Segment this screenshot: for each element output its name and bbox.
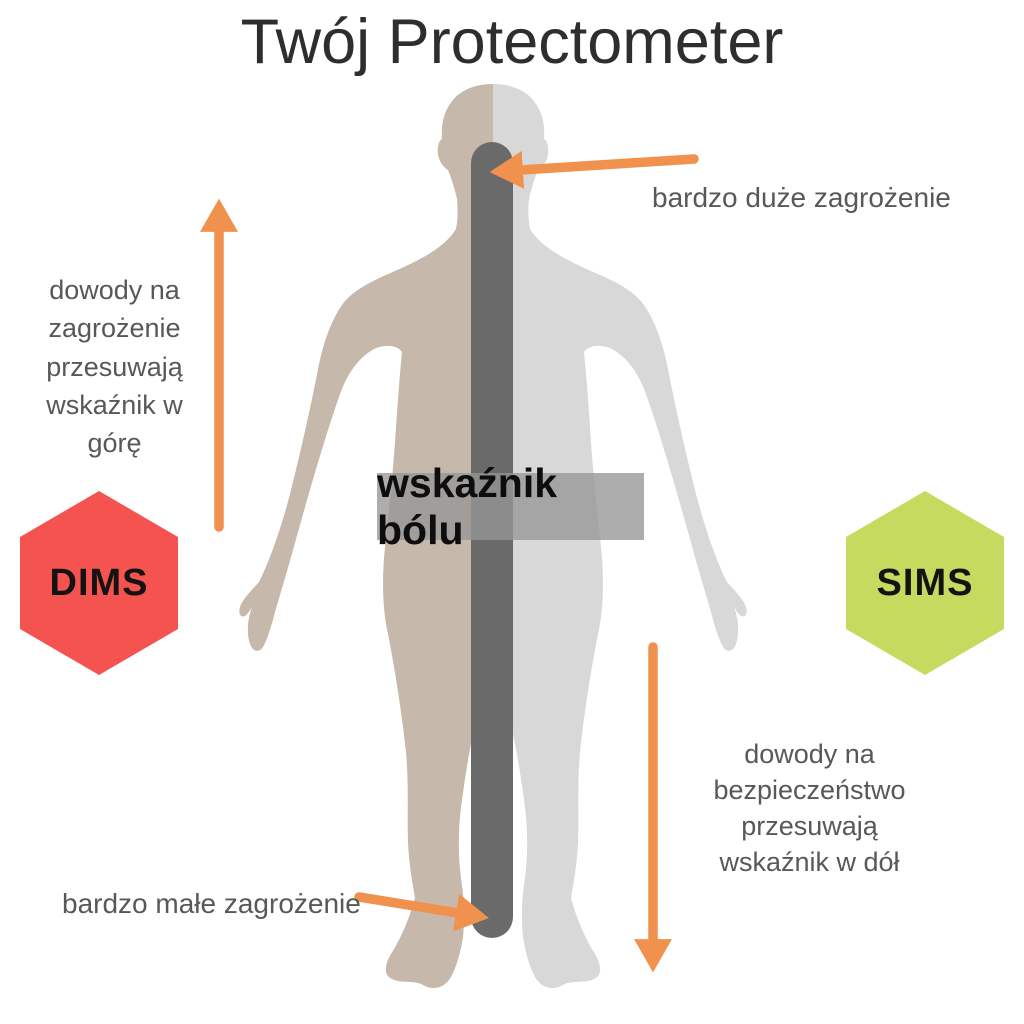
pain-indicator-bar <box>471 142 513 938</box>
indicator-label-box: wskaźnik bólu <box>377 460 644 553</box>
bottom-left-annotation: bardzo małe zagrożenie <box>62 888 361 919</box>
dims-badge-label: DIMS <box>49 561 149 604</box>
dims-badge: DIMS <box>20 491 178 675</box>
left-annotation-block: dowody na zagrożenie przesuwają wskaźnik… <box>46 275 183 459</box>
sims-badge: SIMS <box>846 491 1004 675</box>
sims-badge-label: SIMS <box>876 561 974 604</box>
indicator-label: wskaźnik bólu <box>377 459 558 553</box>
right-annotation-block: dowody na bezpieczeństwo przesuwają wska… <box>713 739 906 877</box>
page-title: Twój Protectometer <box>240 7 784 77</box>
left-pointing-arrow-icon <box>489 150 699 189</box>
top-right-annotation: bardzo duże zagrożenie <box>652 182 951 213</box>
right-pointing-arrow-icon <box>354 892 489 932</box>
